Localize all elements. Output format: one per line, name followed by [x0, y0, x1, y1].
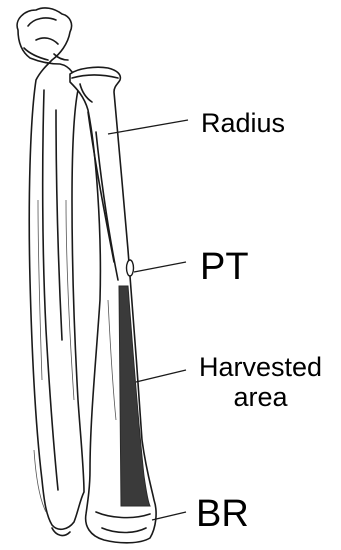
harvested-leader-line — [136, 370, 186, 382]
pt-label: PT — [200, 248, 249, 286]
br-label: BR — [196, 495, 249, 533]
pt-leader-line — [134, 262, 186, 272]
harvested-label-line1: Harvested — [199, 352, 322, 382]
pronator-teres-insertion — [127, 260, 134, 276]
harvested-area-label: Harvested area — [199, 352, 322, 412]
radius-leader-line — [108, 120, 188, 134]
radius-label: Radius — [201, 110, 285, 137]
br-leader-line — [152, 512, 186, 520]
harvested-label-line2: area — [199, 382, 322, 412]
